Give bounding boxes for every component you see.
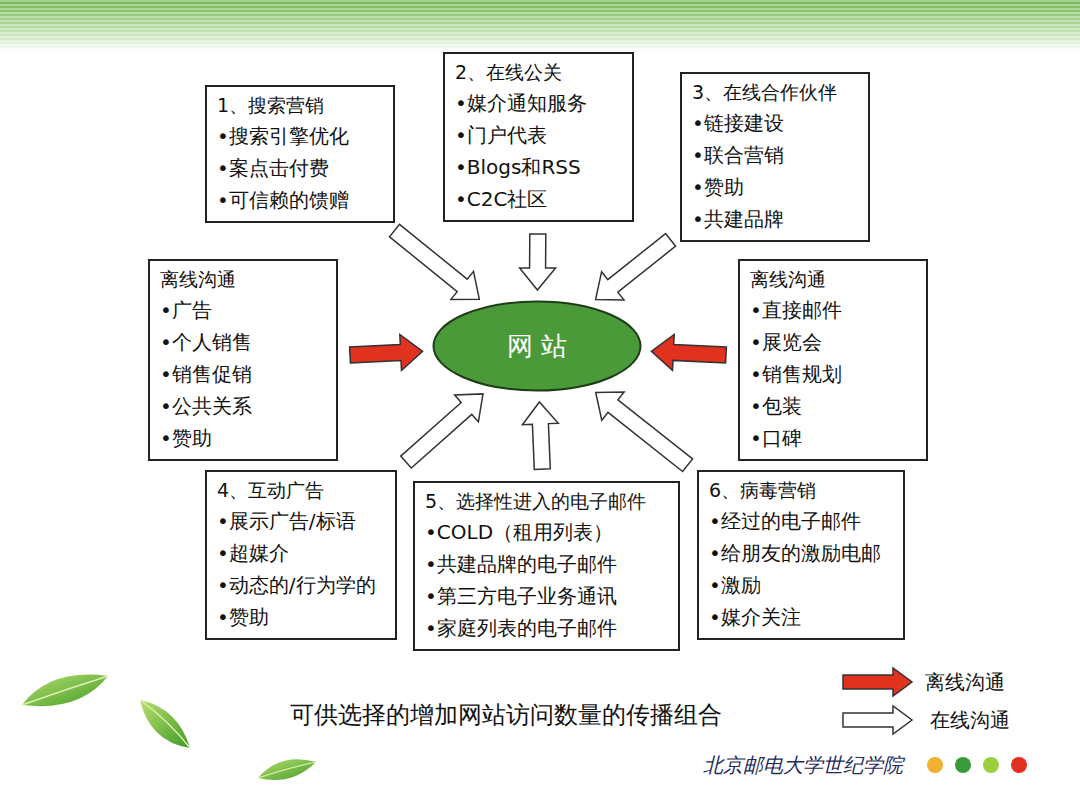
legend-text: 在线沟通 (930, 707, 1010, 734)
offline-arrow (350, 335, 423, 371)
list-item: •展示广告/标语 (217, 505, 385, 537)
list-item: •超媒介 (217, 537, 385, 569)
box-heading: 5、选择性进入的电子邮件 (425, 486, 668, 516)
leaf (140, 700, 190, 748)
category-box: 离线沟通•直接邮件•展览会•销售规划•包装•口碑 (738, 259, 928, 461)
box-heading: 1、搜索营销 (217, 90, 383, 120)
dot (983, 757, 999, 773)
box-heading: 4、互动广告 (217, 475, 385, 505)
legend-arrow-offline (843, 668, 912, 696)
offline-arrow (651, 335, 726, 371)
list-item: •展览会 (750, 326, 916, 358)
legend-arrow-online (843, 706, 912, 734)
list-item: •赞助 (160, 422, 326, 454)
list-item: •销售规划 (750, 358, 916, 390)
list-item: •案点击付费 (217, 152, 383, 184)
list-item: •家庭列表的电子邮件 (425, 612, 668, 644)
header-band (0, 0, 1080, 52)
list-item: •赞助 (692, 171, 858, 203)
online-arrow (596, 234, 676, 300)
category-box: 6、病毒营销•经过的电子邮件•给朋友的激励电邮•激励•媒介关注 (697, 470, 905, 640)
leaf (258, 759, 316, 780)
list-item: •联合营销 (692, 139, 858, 171)
list-item: •公共关系 (160, 390, 326, 422)
list-item: •媒介通知服务 (455, 87, 622, 119)
list-item: •经过的电子邮件 (709, 505, 893, 537)
box-heading: 离线沟通 (750, 264, 916, 294)
list-item: •搜索引擎优化 (217, 120, 383, 152)
list-item: •共建品牌的电子邮件 (425, 548, 668, 580)
category-box: 离线沟通•广告•个人销售•销售促销•公共关系•赞助 (148, 259, 338, 461)
box-heading: 离线沟通 (160, 264, 326, 294)
list-item: •共建品牌 (692, 203, 858, 235)
category-box: 4、互动广告•展示广告/标语•超媒介•动态的/行为学的•赞助 (205, 470, 397, 640)
header-stripes (0, 0, 1080, 52)
list-item: •COLD（租用列表） (425, 516, 668, 548)
online-arrow (520, 234, 556, 290)
category-box: 2、在线公关•媒介通知服务•门户代表•Blogs和RSS•C2C社区 (443, 52, 634, 222)
list-item: •包装 (750, 390, 916, 422)
leaf (22, 675, 108, 707)
list-item: •Blogs和RSS (455, 151, 622, 183)
oval-outline (434, 302, 641, 391)
list-item: •第三方电子业务通讯 (425, 580, 668, 612)
list-item: •媒介关注 (709, 601, 893, 633)
online-arrow (401, 394, 483, 468)
list-item: •口碑 (750, 422, 916, 454)
list-item: •个人销售 (160, 326, 326, 358)
box-heading: 3、在线合作伙伴 (692, 77, 858, 107)
list-item: •直接邮件 (750, 294, 916, 326)
category-box: 1、搜索营销•搜索引擎优化•案点击付费•可信赖的馈赠 (205, 85, 395, 223)
dot (955, 757, 971, 773)
list-item: •门户代表 (455, 119, 622, 151)
category-box: 3、在线合作伙伴•链接建设•联合营销•赞助•共建品牌 (680, 72, 870, 242)
legend-text: 离线沟通 (925, 669, 1005, 696)
node-label: 网 站 (507, 329, 567, 364)
online-arrow (390, 224, 480, 299)
category-box: 5、选择性进入的电子邮件•COLD（租用列表）•共建品牌的电子邮件•第三方电子业… (413, 481, 680, 651)
dot (1011, 757, 1027, 773)
institution-label: 北京邮电大学世纪学院 (703, 752, 903, 779)
online-arrow (596, 392, 693, 472)
list-item: •激励 (709, 569, 893, 601)
list-item: •给朋友的激励电邮 (709, 537, 893, 569)
list-item: •赞助 (217, 601, 385, 633)
list-item: •广告 (160, 294, 326, 326)
list-item: •C2C社区 (455, 183, 622, 215)
list-item: •链接建设 (692, 107, 858, 139)
box-heading: 2、在线公关 (455, 57, 622, 87)
box-heading: 6、病毒营销 (709, 475, 893, 505)
online-arrow (522, 402, 558, 469)
list-item: •动态的/行为学的 (217, 569, 385, 601)
dot (927, 757, 943, 773)
website-oval: 网 站 (432, 300, 642, 392)
list-item: •销售促销 (160, 358, 326, 390)
caption: 可供选择的增加网站访问数量的传播组合 (290, 699, 722, 731)
list-item: •可信赖的馈赠 (217, 184, 383, 216)
